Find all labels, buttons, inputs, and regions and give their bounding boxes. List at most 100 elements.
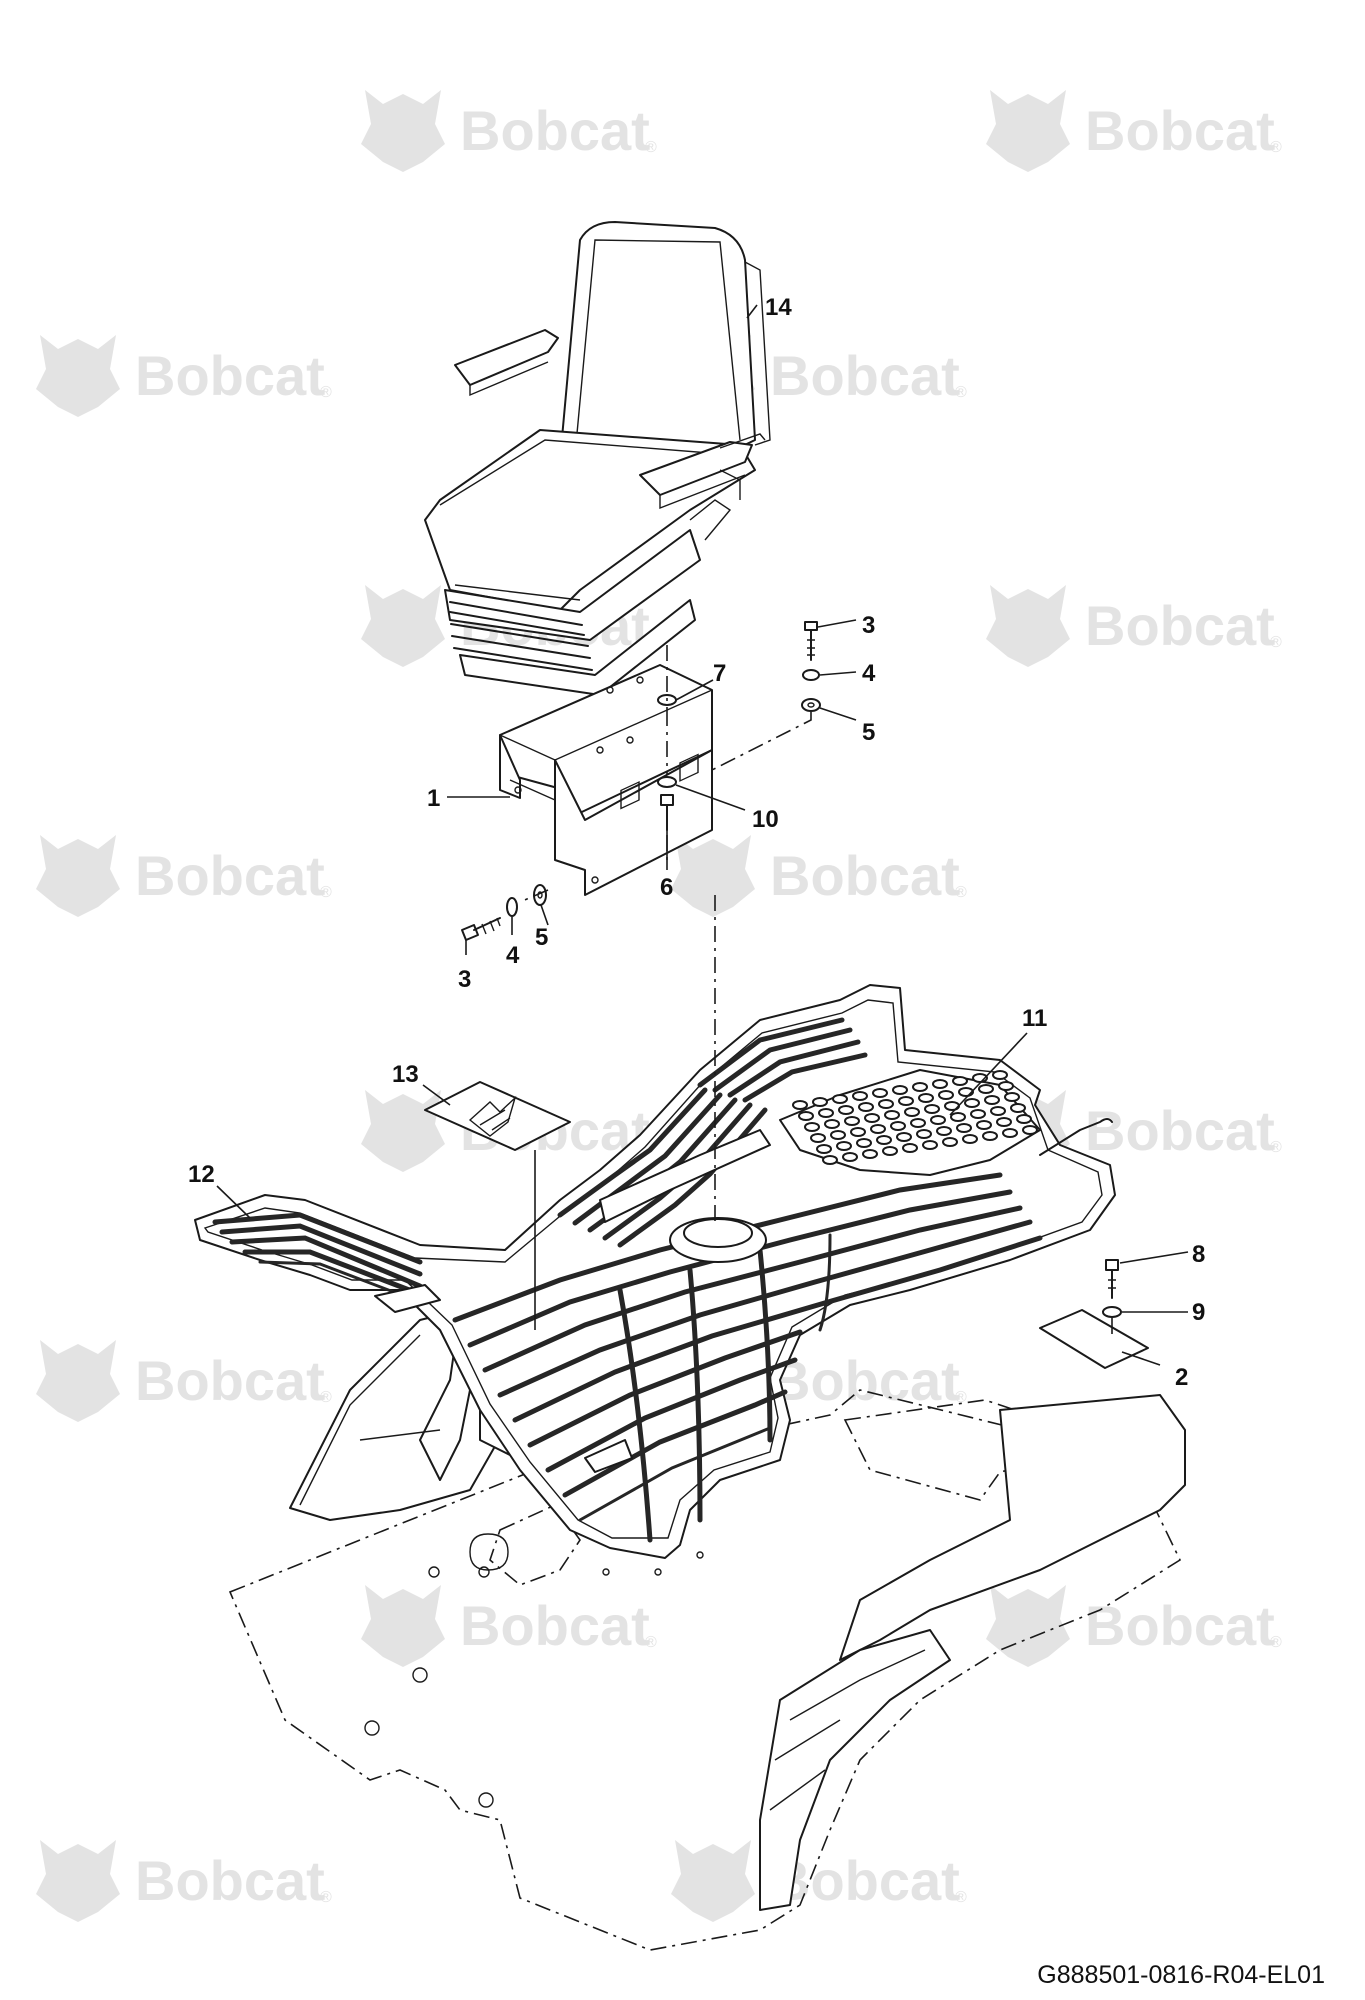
bobcat-watermark-registered: ® [955, 884, 967, 901]
pad-hole [1010, 1103, 1026, 1113]
callout-7: 7 [713, 660, 726, 687]
bobcat-watermark: Bobcat® [36, 835, 332, 917]
pad-hole [836, 1141, 852, 1151]
pad-hole [936, 1126, 952, 1136]
pad-hole [898, 1096, 914, 1106]
pad-hole [1016, 1114, 1032, 1124]
bobcat-watermark-registered: ® [1270, 1139, 1282, 1156]
pad-hole [832, 1094, 848, 1104]
bobcat-watermark: Bobcat® [36, 1840, 332, 1922]
pad-hole [924, 1104, 940, 1114]
callout-4-top: 4 [862, 660, 876, 687]
callout-9: 9 [1192, 1299, 1205, 1326]
bobcat-watermark-text: Bobcat [135, 1849, 325, 1912]
pad-hole [818, 1108, 834, 1118]
callout-1: 1 [427, 785, 440, 812]
pad-hole [844, 1116, 860, 1126]
bobcat-watermark-registered: ® [1270, 634, 1282, 651]
pad-hole [856, 1138, 872, 1148]
bobcat-watermark-registered: ® [955, 384, 967, 401]
bobcat-logo-icon [986, 1585, 1070, 1667]
bobcat-watermark-registered: ® [955, 1889, 967, 1906]
bobcat-logo-icon [361, 1090, 445, 1172]
bobcat-watermark-text: Bobcat [1085, 99, 1275, 162]
bobcat-watermark-registered: ® [645, 1634, 657, 1651]
pad-hole [984, 1095, 1000, 1105]
callout-labels: 14 3 4 5 7 1 10 6 5 4 3 11 13 12 8 9 2 [188, 294, 1205, 1391]
callout-10: 10 [752, 806, 779, 833]
pad-hole [1002, 1128, 1018, 1138]
bobcat-watermark-registered: ® [320, 1389, 332, 1406]
pad-hole [792, 1100, 808, 1110]
pad-hole [990, 1106, 1006, 1116]
pad-hole [992, 1070, 1008, 1080]
bobcat-watermark: Bobcat® [986, 585, 1282, 667]
bobcat-logo-icon [361, 1585, 445, 1667]
callout-3-top: 3 [862, 612, 875, 639]
pad-hole [904, 1107, 920, 1117]
callout-12: 12 [188, 1161, 215, 1188]
pad-hole [976, 1120, 992, 1130]
bobcat-watermark-registered: ® [645, 139, 657, 156]
bobcat-watermark: Bobcat® [671, 835, 967, 917]
bobcat-logo-icon [361, 90, 445, 172]
bobcat-watermark-text: Bobcat [1085, 1099, 1275, 1162]
pad-hole [822, 1155, 838, 1165]
pad-hole [916, 1129, 932, 1139]
bobcat-watermark-text: Bobcat [135, 344, 325, 407]
bobcat-watermark: Bobcat® [671, 1840, 967, 1922]
pad-hole [824, 1119, 840, 1129]
pad-hole [978, 1084, 994, 1094]
bobcat-watermark-registered: ® [1270, 139, 1282, 156]
pad-hole [998, 1081, 1014, 1091]
callout-5-top: 5 [862, 719, 875, 746]
bobcat-watermark-text: Bobcat [460, 99, 650, 162]
pad-hole [872, 1088, 888, 1098]
perforated-pad [779, 1069, 1041, 1176]
pad-hole [798, 1111, 814, 1121]
pad-hole [912, 1082, 928, 1092]
bobcat-watermark-registered: ® [320, 1889, 332, 1906]
pad-hole [952, 1076, 968, 1086]
pad-hole [942, 1137, 958, 1147]
pad-hole [804, 1122, 820, 1132]
pad-hole [882, 1146, 898, 1156]
pad-hole [862, 1149, 878, 1159]
bobcat-logo-icon [671, 1840, 755, 1922]
pad-hole [930, 1115, 946, 1125]
bobcat-watermark-text: Bobcat [1085, 594, 1275, 657]
pad-hole [956, 1123, 972, 1133]
callout-5-bottom: 5 [535, 924, 548, 951]
callout-4-bottom: 4 [506, 942, 520, 969]
callout-13: 13 [392, 1061, 419, 1088]
pad-hole [842, 1152, 858, 1162]
pad-hole [850, 1127, 866, 1137]
bobcat-watermark-registered: ® [955, 1389, 967, 1406]
pad-hole [910, 1118, 926, 1128]
center-boss [669, 1217, 767, 1263]
bobcat-watermark: Bobcat® [986, 1585, 1282, 1667]
pad-hole [1004, 1092, 1020, 1102]
pad-hole [878, 1099, 894, 1109]
pad-hole [812, 1097, 828, 1107]
seat-suspension-bellows [449, 601, 593, 671]
bobcat-logo-icon [36, 1840, 120, 1922]
callout-6: 6 [660, 874, 673, 901]
pad-hole [962, 1134, 978, 1144]
callout-11: 11 [1022, 1005, 1047, 1032]
bobcat-watermark-text: Bobcat [770, 1849, 960, 1912]
bobcat-logo-icon [671, 835, 755, 917]
bobcat-watermark: Bobcat® [361, 90, 657, 172]
pad-hole [864, 1113, 880, 1123]
pad-hole [938, 1090, 954, 1100]
pad-hole [890, 1121, 906, 1131]
callout-3-bottom: 3 [458, 966, 471, 993]
leader-lines [216, 304, 1189, 1366]
bobcat-watermark-text: Bobcat [770, 344, 960, 407]
bobcat-logo-icon [361, 585, 445, 667]
drawing-code: G888501-0816-R04-EL01 [1037, 1961, 1325, 1989]
pad-hole [950, 1112, 966, 1122]
bobcat-watermark-text: Bobcat [1085, 1594, 1275, 1657]
bobcat-watermark-text: Bobcat [770, 1349, 960, 1412]
